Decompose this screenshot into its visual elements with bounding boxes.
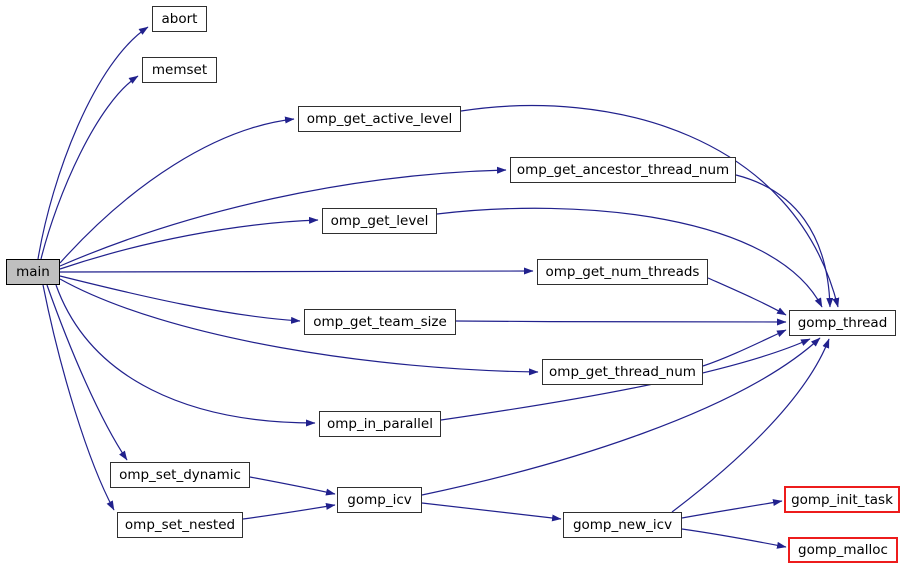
node-gomp_icv[interactable]: gomp_icv bbox=[337, 487, 422, 513]
edge-omp_get_ancestor_thread_num-to-gomp_thread bbox=[735, 174, 834, 308]
node-omp_get_team_size[interactable]: omp_get_team_size bbox=[304, 309, 456, 335]
edge-omp_get_level-to-gomp_thread bbox=[436, 207, 823, 308]
node-gomp_thread[interactable]: gomp_thread bbox=[789, 310, 896, 336]
edge-omp_get_team_size-to-gomp_thread bbox=[455, 318, 787, 326]
node-gomp_init_task[interactable]: gomp_init_task bbox=[784, 486, 900, 513]
edge-main-to-omp_get_team_size bbox=[59, 275, 301, 324]
edge-main-to-abort bbox=[37, 26, 149, 260]
edge-gomp_new_icv-to-gomp_thread bbox=[671, 338, 830, 513]
edge-omp_get_thread_num-to-gomp_thread bbox=[702, 329, 787, 367]
node-gomp_new_icv[interactable]: gomp_new_icv bbox=[563, 512, 682, 538]
edge-main-to-omp_in_parallel bbox=[55, 284, 316, 427]
node-omp_set_nested[interactable]: omp_set_nested bbox=[117, 512, 243, 538]
node-abort[interactable]: abort bbox=[152, 6, 207, 32]
edge-main-to-omp_get_ancestor_thread_num bbox=[59, 166, 507, 267]
edge-gomp_icv-to-gomp_thread bbox=[421, 337, 821, 496]
node-omp_in_parallel[interactable]: omp_in_parallel bbox=[319, 411, 441, 437]
edge-omp_set_dynamic-to-gomp_icv bbox=[249, 476, 336, 496]
node-omp_set_dynamic[interactable]: omp_set_dynamic bbox=[110, 462, 250, 488]
edge-gomp_icv-to-gomp_new_icv bbox=[421, 502, 562, 522]
edge-main-to-omp_set_dynamic bbox=[46, 284, 128, 461]
edge-main-to-omp_get_num_threads bbox=[59, 267, 534, 275]
edge-omp_set_nested-to-gomp_icv bbox=[242, 503, 336, 520]
edge-main-to-omp_get_thread_num bbox=[59, 278, 539, 376]
edge-main-to-omp_get_active_level bbox=[59, 116, 295, 264]
node-omp_get_thread_num[interactable]: omp_get_thread_num bbox=[542, 359, 703, 385]
edge-gomp_new_icv-to-gomp_init_task bbox=[681, 499, 783, 519]
edge-gomp_new_icv-to-gomp_malloc bbox=[681, 528, 787, 549]
edge-main-to-memset bbox=[40, 75, 139, 260]
node-omp_get_ancestor_thread_num[interactable]: omp_get_ancestor_thread_num bbox=[510, 157, 736, 183]
edge-main-to-omp_set_nested bbox=[42, 284, 115, 511]
edge-omp_get_num_threads-to-gomp_thread bbox=[707, 277, 787, 316]
edge-omp_get_active_level-to-gomp_thread bbox=[460, 105, 840, 308]
node-omp_get_num_threads[interactable]: omp_get_num_threads bbox=[537, 259, 708, 285]
node-omp_get_active_level[interactable]: omp_get_active_level bbox=[298, 106, 461, 132]
node-memset[interactable]: memset bbox=[142, 57, 217, 83]
node-omp_get_level[interactable]: omp_get_level bbox=[322, 208, 437, 234]
node-main: main bbox=[6, 259, 60, 285]
edge-main-to-omp_get_level bbox=[59, 216, 319, 270]
node-gomp_malloc[interactable]: gomp_malloc bbox=[788, 537, 898, 563]
